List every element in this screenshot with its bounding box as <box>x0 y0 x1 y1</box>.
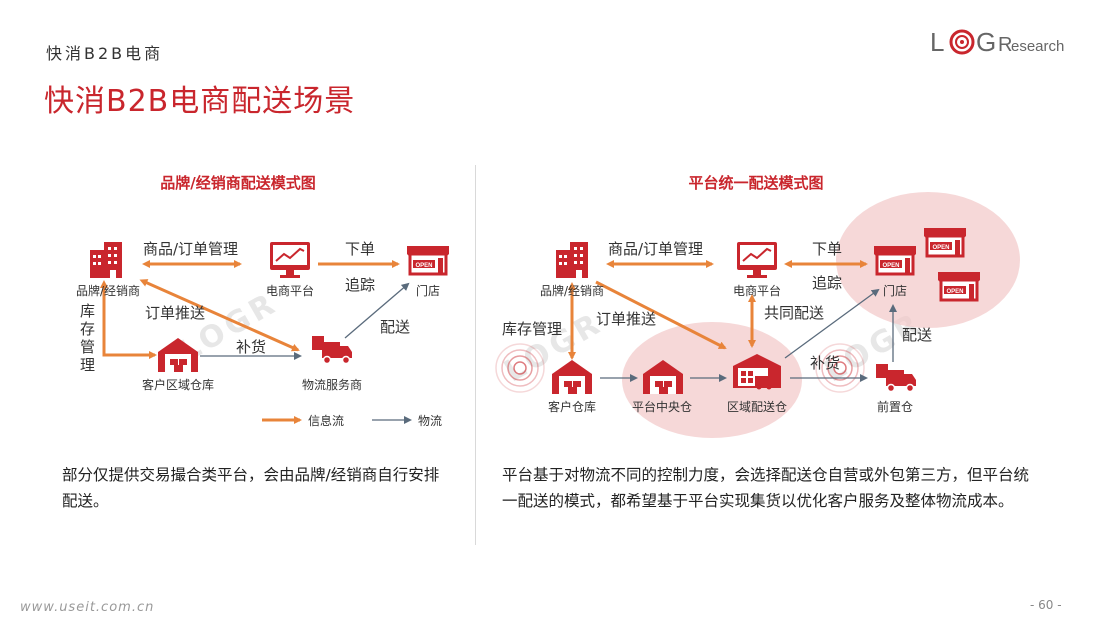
left-label-deliver: 配送 <box>380 318 411 336</box>
page-title: 快消B2B电商配送场景 <box>44 84 356 119</box>
left-node-platform: 电商平台 <box>265 284 314 298</box>
truck-icon <box>311 335 353 365</box>
header-subtitle: 快消B2B电商 <box>46 44 164 63</box>
left-edge-deliver <box>344 282 410 339</box>
logo-letter-g: G <box>976 27 996 57</box>
right-label-joint: 共同配送 <box>764 304 825 322</box>
platform-monitor-icon <box>269 241 311 279</box>
right-panel-title: 平台统一配送模式图 <box>688 174 824 192</box>
left-label-track: 追踪 <box>345 276 376 294</box>
left-label-replenish: 补货 <box>236 338 267 356</box>
brand-icon <box>90 242 122 278</box>
store-cluster-circle <box>836 192 1020 328</box>
right-label-deliver: 配送 <box>902 326 933 344</box>
right-edge-dc2store <box>784 288 880 359</box>
panel-divider <box>475 165 476 545</box>
left-edge-push <box>139 279 300 352</box>
right-node-brand: 品牌/经销商 <box>539 284 605 298</box>
brand-icon <box>556 242 588 278</box>
right-node-store: 门店 <box>882 284 907 298</box>
platform-monitor-icon <box>736 241 778 279</box>
logo-letter-r: R <box>998 34 1012 56</box>
left-panel-title: 品牌/经销商配送模式图 <box>160 174 316 192</box>
footer-url: www.useit.com.cn <box>20 600 155 615</box>
left-label-push: 订单推送 <box>145 304 206 322</box>
logo-letter-l: L <box>930 27 944 57</box>
customer-warehouse-icon <box>552 360 592 394</box>
right-label-inventory: 库存管理 <box>502 320 563 338</box>
right-node-central-wh: 平台中央仓 <box>631 400 692 414</box>
right-edge-push <box>595 280 727 350</box>
left-node-logistics: 物流服务商 <box>301 378 362 392</box>
left-edge-inventory <box>100 280 157 359</box>
right-label-goods-order: 商品/订单管理 <box>608 240 704 258</box>
warehouse-icon <box>158 338 198 372</box>
right-node-regional-dc: 区域配送仓 <box>726 400 787 414</box>
page-number: - 60 - <box>1030 598 1062 612</box>
left-label-inventory: 库存管理 <box>80 302 96 374</box>
logo-tail: esearch <box>1011 38 1064 55</box>
right-label-order: 下单 <box>812 240 843 258</box>
right-node-customer-wh: 客户仓库 <box>547 400 596 414</box>
right-node-front-wh: 前置仓 <box>876 400 913 414</box>
logo-graphic: L G R esearch <box>930 27 1064 57</box>
store-icon <box>922 226 968 258</box>
left-label-order: 下单 <box>345 240 376 258</box>
store-icon <box>872 244 918 276</box>
warehouse-cluster-circle <box>622 322 802 438</box>
left-node-store: 门店 <box>415 284 440 298</box>
legend-logistics-label: 物流 <box>418 414 443 428</box>
right-label-push: 订单推送 <box>596 310 657 328</box>
right-label-track: 追踪 <box>812 274 843 292</box>
logo: L G R esearch <box>930 26 1080 60</box>
right-description: 平台基于对物流不同的控制力度，会选择配送仓自营或外包第三方，但平台统一配送的模式… <box>502 466 1030 510</box>
right-label-replenish: 补货 <box>810 354 841 372</box>
left-label-goods-order: 商品/订单管理 <box>143 240 239 258</box>
left-description: 部分仅提供交易撮合类平台，会由品牌/经销商自行安排配送。 <box>62 466 440 510</box>
store-icon <box>405 244 451 276</box>
left-node-brand: 品牌/经销商 <box>75 284 141 298</box>
front-warehouse-truck-icon <box>875 363 917 393</box>
right-node-platform: 电商平台 <box>732 284 781 298</box>
left-node-warehouse: 客户区域仓库 <box>141 378 214 392</box>
radar-icon <box>495 343 545 393</box>
legend-info-label: 信息流 <box>308 414 345 428</box>
